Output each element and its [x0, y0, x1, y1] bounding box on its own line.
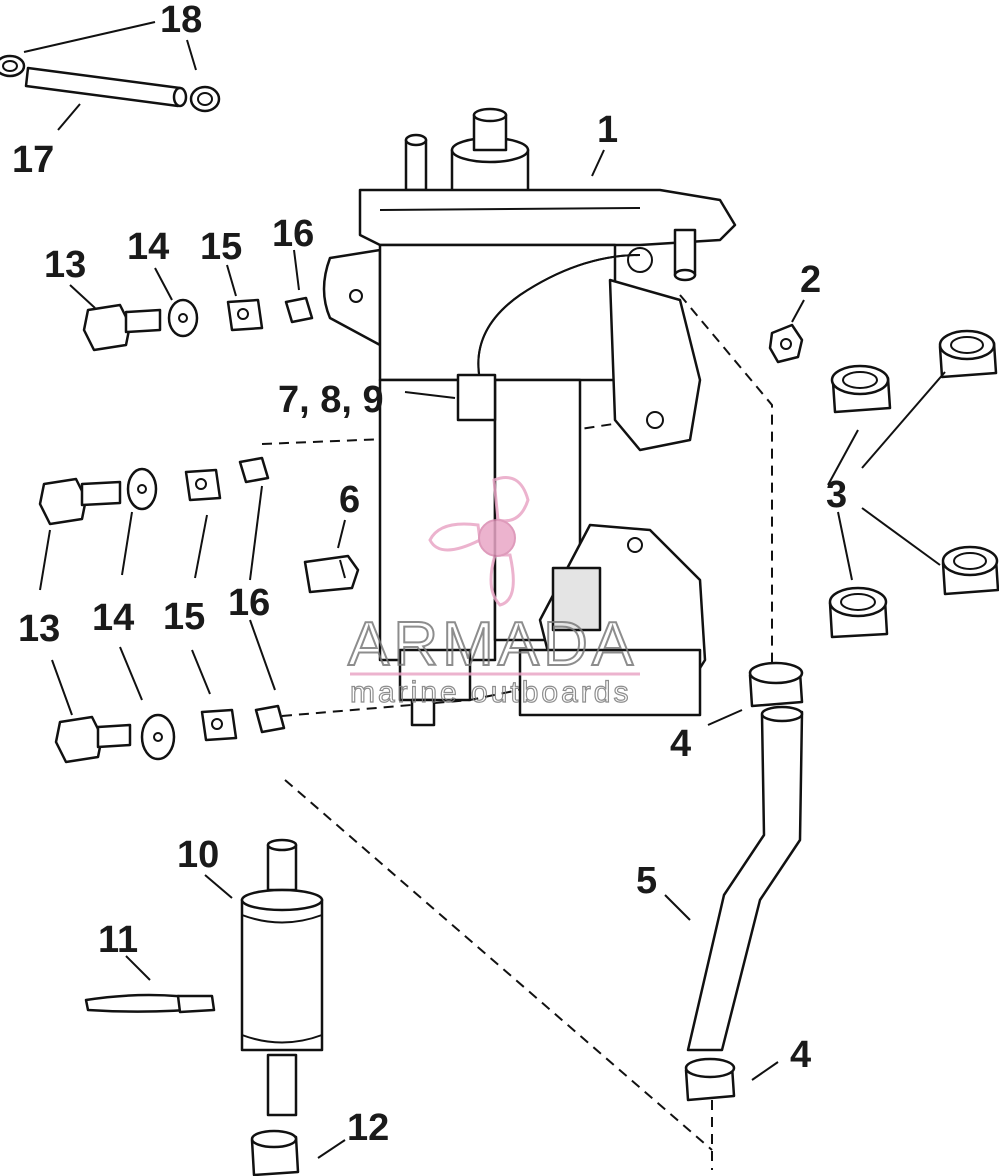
callout-7-8-9: 7, 8, 9 [278, 379, 384, 421]
fastener-set-upper [82, 296, 314, 352]
callout-16-upper: 16 [272, 213, 314, 255]
callout-11: 11 [98, 919, 138, 961]
callout-15-lower: 15 [163, 596, 205, 638]
callout-15-upper: 15 [200, 226, 242, 268]
leader-lines [23, 21, 946, 1159]
callout-13-lower: 13 [18, 608, 60, 650]
watermark-tagline: marine outboards [350, 676, 631, 709]
callout-14-lower: 14 [92, 597, 134, 639]
clamp-4-lower [684, 1057, 736, 1102]
bushings-3 [828, 329, 999, 639]
fuel-pump-assembly [322, 107, 737, 727]
clamp-18-left [0, 54, 26, 78]
callout-18: 18 [160, 0, 202, 41]
nut-2 [768, 323, 804, 364]
fuel-hose-5 [686, 705, 804, 1052]
fuel-filter-10 [240, 838, 324, 1117]
callout-14-upper: 14 [127, 226, 169, 268]
clamp-4-upper [748, 661, 804, 708]
callout-13-upper: 13 [44, 244, 86, 286]
callout-17: 17 [12, 139, 54, 181]
propeller-icon [428, 476, 530, 607]
clamp-18-right [189, 85, 221, 113]
clip-6 [303, 554, 360, 594]
callout-5: 5 [636, 860, 657, 902]
hose-17 [24, 66, 188, 108]
callout-labels: 18 17 1 2 3 4 4 5 6 7, 8, 9 10 11 12 13 … [12, 0, 847, 1149]
fastener-set-middle [38, 456, 270, 526]
callout-16-lower: 16 [228, 582, 270, 624]
callout-4-upper: 4 [670, 723, 691, 765]
watermark-brand: ARMADA [348, 610, 637, 679]
callout-2: 2 [800, 259, 821, 301]
cable-tie-11 [84, 993, 216, 1014]
callout-12: 12 [347, 1107, 389, 1149]
watermark-logo: ARMADA marine outboards [347, 476, 640, 710]
callout-3: 3 [826, 474, 847, 516]
callout-10: 10 [177, 834, 219, 876]
clamp-12 [250, 1129, 300, 1176]
callout-1: 1 [597, 109, 618, 151]
callout-6: 6 [339, 479, 360, 521]
fastener-set-lower [54, 704, 286, 764]
callout-4-lower: 4 [790, 1034, 811, 1076]
